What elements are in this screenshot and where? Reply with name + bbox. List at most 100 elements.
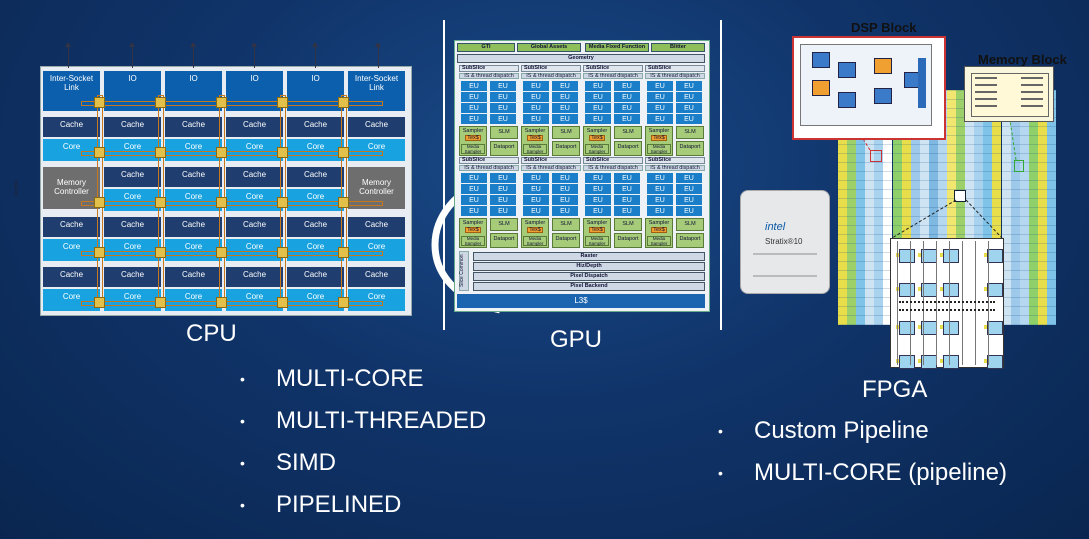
- fpga-routing-node: [984, 287, 987, 291]
- cpu-cache-block: Cache: [43, 267, 100, 287]
- gpu-eu: EU: [647, 206, 673, 216]
- cpu-cache-block: Cache: [287, 167, 344, 187]
- gpu-tex-cache: Tex$: [527, 135, 543, 141]
- gpu-top-unit: Media Fixed Function: [585, 43, 649, 52]
- chip-marking-line: [753, 253, 817, 255]
- cpu-ring-bus-horizontal: [81, 201, 383, 206]
- bullet-dot-icon: •: [718, 423, 723, 439]
- gpu-eu: EU: [523, 92, 549, 102]
- gpu-eu: EU: [461, 114, 487, 124]
- fpga-column: [974, 90, 984, 325]
- fpga-column: [1028, 90, 1038, 325]
- bullet-dot-icon: •: [240, 371, 245, 387]
- gpu-label: GPU: [550, 326, 603, 353]
- fpga-zoom-panel: [890, 238, 1004, 369]
- memory-port-line-left: [975, 77, 997, 79]
- gpu-media-sampler: Media Sampler: [585, 236, 609, 246]
- cpu-ring-bus-horizontal: [81, 101, 383, 106]
- cpu-ring-stop: [94, 147, 105, 158]
- gpu-subslice-header: SubSlice: [459, 65, 519, 72]
- left-feature-item-text: SIMD: [276, 449, 336, 476]
- gpu-eu: EU: [647, 173, 673, 183]
- gpu-eu: EU: [490, 195, 516, 205]
- cpu-cache-block: Cache: [165, 117, 222, 137]
- gpu-tex-cache: Tex$: [589, 227, 605, 233]
- gpu-eu: EU: [647, 103, 673, 113]
- gpu-eu: EU: [552, 206, 578, 216]
- gpu-slm: SLM: [614, 126, 642, 139]
- cpu-core-block: Core: [226, 189, 283, 211]
- divider-right: [720, 20, 722, 330]
- fpga-column: [1010, 90, 1020, 325]
- gpu-dataport: Dataport: [490, 141, 518, 156]
- gpu-subslice-header: SubSlice: [645, 65, 705, 72]
- fpga-dsp-highlight: [870, 150, 882, 162]
- cpu-cache-block: Cache: [104, 167, 161, 187]
- gpu-thread-dispatch: IS & thread dispatch: [645, 73, 705, 79]
- fpga-label: FPGA: [862, 376, 928, 403]
- memory-port-line-left: [975, 84, 997, 86]
- gpu-eu: EU: [676, 114, 702, 124]
- cpu-ring-stop: [94, 97, 105, 108]
- cpu-ring-stop: [277, 147, 288, 158]
- gpu-eu: EU: [614, 206, 640, 216]
- gpu-tex-cache: Tex$: [651, 135, 667, 141]
- cpu-ring-stop: [155, 97, 166, 108]
- cpu-ring-stop: [155, 197, 166, 208]
- memory-port-line-left: [975, 98, 997, 100]
- fpga-routing-node: [918, 253, 921, 257]
- gpu-eu: EU: [523, 173, 549, 183]
- cpu-ring-stop: [216, 297, 227, 308]
- gpu-eu: EU: [552, 184, 578, 194]
- cpu-ring-stop: [216, 147, 227, 158]
- memory-port-line-right: [1021, 105, 1043, 107]
- fpga-routing-wire: [975, 241, 976, 365]
- memory-port-line-right: [1021, 91, 1043, 93]
- dsp-block-diagram: [792, 36, 946, 140]
- cpu-cache-block: Cache: [165, 167, 222, 187]
- cpu-cache-block: Cache: [226, 117, 283, 137]
- gpu-slm: SLM: [490, 126, 518, 139]
- cpu-core-block: Core: [104, 139, 161, 161]
- cpu-core-block: Core: [287, 239, 344, 261]
- left-feature-item: •PIPELINED: [240, 484, 486, 526]
- gpu-tex-cache: Tex$: [589, 135, 605, 141]
- cpu-cache-block: Cache: [348, 217, 405, 237]
- gpu-eu: EU: [585, 92, 611, 102]
- fpga-logic-element: [987, 321, 1003, 335]
- cpu-ring-bus-horizontal: [81, 251, 383, 256]
- cpu-ring-bus-horizontal: [81, 151, 383, 156]
- cpu-gpu-feature-list: •MULTI-CORE•MULTI-THREADED•SIMD•PIPELINE…: [240, 358, 486, 526]
- dsp-unit: [838, 62, 856, 78]
- dsp-unit: [812, 52, 830, 68]
- right-feature-item-text: Custom Pipeline: [754, 417, 929, 444]
- gpu-eu: EU: [490, 184, 516, 194]
- memory-port-line-left: [975, 91, 997, 93]
- memory-port-line-right: [1021, 98, 1043, 100]
- cpu-cache-block: Cache: [43, 117, 100, 137]
- gpu-eu: EU: [676, 173, 702, 183]
- gpu-eu: EU: [614, 173, 640, 183]
- memory-controller: Memory Controller: [348, 167, 405, 209]
- cpu-ring-stop: [94, 197, 105, 208]
- fpga-column: [965, 90, 975, 325]
- gpu-eu: EU: [676, 184, 702, 194]
- gpu-thread-dispatch: IS & thread dispatch: [583, 165, 643, 171]
- gpu-media-sampler: Media Sampler: [523, 236, 547, 246]
- gpu-top-unit: GTI: [457, 43, 515, 52]
- gpu-top-unit: Global Assets: [517, 43, 581, 52]
- fpga-column: [1019, 90, 1029, 325]
- gpu-eu: EU: [523, 195, 549, 205]
- gpu-eu: EU: [461, 92, 487, 102]
- cpu-core-block: Core: [348, 289, 405, 311]
- cpu-io-arrow: [375, 42, 381, 68]
- fpga-routing-node: [940, 325, 943, 329]
- fpga-routing-node: [940, 359, 943, 363]
- gpu-slm: SLM: [490, 218, 518, 231]
- cpu-ring-stop: [216, 197, 227, 208]
- fpga-logic-element: [943, 249, 959, 263]
- fpga-column: [928, 90, 938, 325]
- cpu-top-block: Inter-Socket Link: [348, 71, 405, 111]
- fpga-column: [1046, 90, 1056, 325]
- left-feature-item: •SIMD: [240, 442, 486, 484]
